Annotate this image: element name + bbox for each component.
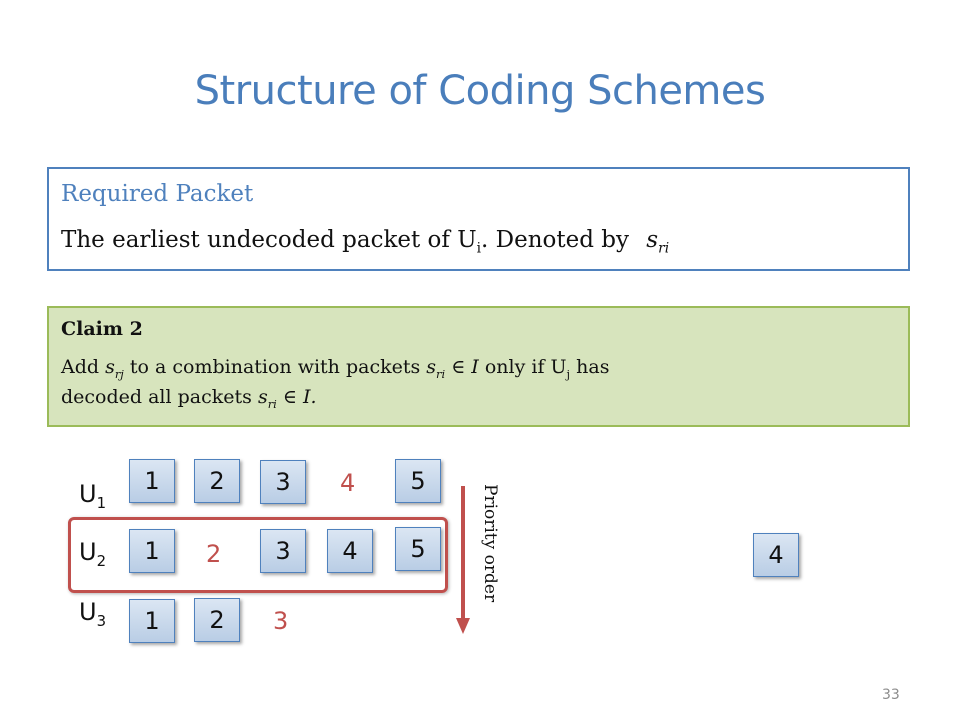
claim-mid-2: only if U [484,356,567,378]
slide-title: Structure of Coding Schemes [194,68,766,114]
claim-add: Add [61,356,100,378]
u2-packet-1: 1 [129,529,175,573]
definition-heading: Required Packet [61,181,254,207]
claim-sri-s: s [426,356,437,378]
u1-packet-2: 2 [194,459,240,503]
u1-packet-3: 3 [260,460,306,504]
claim-box: Claim 2 Add srj to a combination with pa… [47,306,910,427]
user-label-u3-letter: U [79,598,97,626]
claim-sri-symbol-2: sri [257,386,277,411]
priority-arrow [456,486,470,634]
u3-missing-packet: 3 [273,607,289,635]
user-label-u2-letter: U [79,538,97,566]
u3-packet-2: 2 [194,598,240,642]
claim-srj-s: s [105,356,115,378]
claim-line-2: decoded all packets sri ∈ I. [61,386,317,411]
u2-missing-packet: 2 [206,540,222,568]
claim-in-set: ∈ I [451,356,479,378]
claim-sri-sub-2: ri [267,396,277,411]
user-label-u1: U1 [79,480,106,512]
claim-sri-symbol: sri [426,356,446,381]
user-label-u2-sub: 2 [96,551,107,570]
u1-packet-1: 1 [129,459,175,503]
claim-heading: Claim 2 [61,318,143,340]
claim-srj-symbol: srj [105,356,124,381]
claim-line-1: Add srj to a combination with packets sr… [61,356,609,381]
u2-packet-4: 4 [327,529,373,573]
user-label-u2: U2 [79,538,106,570]
user-label-u1-sub: 1 [96,493,107,512]
definition-text-end: . Denoted by [481,227,629,253]
user-label-u3-sub: 3 [96,611,107,630]
required-packet-symbol: sri [646,227,669,257]
user-label-u1-letter: U [79,480,97,508]
claim-srj-sub: rj [114,366,124,381]
u3-packet-1: 1 [129,599,175,643]
u1-packet-5: 5 [395,459,441,503]
claim-mid-3: has [576,356,610,378]
claim-sri-sub: ri [436,366,446,381]
coded-packet: 4 [753,533,799,577]
symbol-s: s [646,227,659,253]
u2-packet-3: 3 [260,529,306,573]
u2-highlight-frame [68,517,448,593]
claim-mid-1: to a combination with packets [129,356,421,378]
claim-line-2-end: ∈ I. [282,386,317,408]
u2-packet-5: 5 [395,527,441,571]
definition-text-sub: i [476,240,482,257]
claim-sri-s-2: s [257,386,268,408]
symbol-sub: ri [658,240,670,257]
user-label-u3: U3 [79,598,106,630]
page-number: 33 [882,687,900,703]
definition-box: Required Packet The earliest undecoded p… [47,167,910,271]
definition-text-start: The earliest undecoded packet of U [61,227,477,253]
u1-missing-packet: 4 [340,469,356,497]
priority-order-label: Priority order [480,484,500,603]
claim-mid-2-sub: j [566,366,571,381]
definition-text: The earliest undecoded packet of Ui. Den… [61,227,669,257]
claim-line-2-text: decoded all packets [61,386,252,408]
